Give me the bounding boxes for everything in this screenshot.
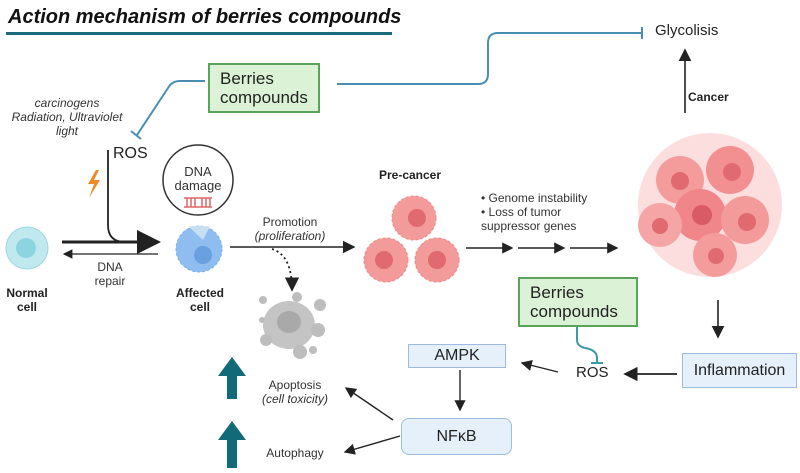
box-label: compounds [220, 88, 308, 107]
title-underline [6, 32, 392, 35]
normal-cell-icon [5, 226, 49, 270]
inhibit-line-ros-bottom [576, 326, 598, 363]
dna-repair-label: DNA repair [85, 260, 135, 288]
label-line: Radiation, Ultraviolet [11, 110, 123, 124]
nfkb-box: NFκB [401, 418, 512, 455]
dna-damage-circle [162, 144, 234, 216]
label-line: Apoptosis [268, 378, 322, 392]
label-line: DNA [184, 164, 212, 179]
genome-instability-label: • Genome instability • Loss of tumor sup… [481, 191, 611, 233]
label-line: • Genome instability [481, 191, 588, 205]
label-line: Normal [6, 286, 48, 300]
label-line: Affected [175, 286, 224, 300]
dna-icon [184, 197, 212, 208]
berries-compounds-box-bottom: Berries compounds [518, 277, 638, 327]
up-arrow-icon [218, 421, 246, 468]
label-line: (cell toxicity) [261, 392, 328, 406]
affected-cell-icon [175, 225, 223, 273]
label-line: carcinogens [34, 96, 100, 110]
label-line: • Loss of tumor [481, 205, 562, 219]
pre-cancer-label: Pre-cancer [378, 168, 442, 182]
ros-to-ampk-arrow [520, 359, 559, 373]
ros-label-bottom: ROS [576, 364, 609, 381]
page-title: Action mechanism of berries compounds [8, 6, 402, 28]
apoptosis-label: Apoptosis (cell toxicity) [250, 378, 340, 406]
label-line: repair [94, 274, 126, 288]
inhibit-line-glycolisis [337, 32, 642, 85]
box-label: Berries [530, 283, 584, 302]
inflammation-box: Inflammation [682, 353, 797, 388]
label-line: DNA [97, 260, 123, 274]
inhibit-line-ros [136, 80, 205, 136]
label-line: light [55, 124, 78, 138]
promotion-label: Promotion (proliferation) [240, 215, 340, 243]
ros-label-top: ROS [113, 145, 148, 162]
apoptosis-dotted-arrow [271, 248, 300, 292]
label-line: suppressor genes [481, 219, 577, 233]
label-line: cell [189, 300, 210, 314]
ros-arrow [107, 150, 126, 243]
nfkb-to-autophagy-arrow [343, 435, 401, 455]
label-line: cell [16, 300, 37, 314]
precancer-cell-icon [363, 195, 460, 283]
box-label: Berries [220, 69, 274, 88]
cancer-label: Cancer [688, 90, 729, 104]
apoptotic-cell-icon [259, 292, 326, 359]
box-label: compounds [530, 302, 618, 321]
tumor-icon [638, 133, 782, 277]
label-line: Promotion [262, 215, 318, 229]
inhibit-bar-ros [130, 130, 142, 140]
up-arrow-icon [218, 357, 246, 399]
lightning-icon [88, 170, 100, 198]
ampk-box: AMPK [408, 344, 506, 368]
autophagy-label: Autophagy [266, 446, 324, 460]
label-line: damage [174, 178, 222, 193]
glycolisis-label: Glycolisis [655, 22, 719, 39]
label-line: (proliferation) [254, 229, 326, 243]
berries-compounds-box-top: Berries compounds [208, 63, 320, 113]
nfkb-to-apoptosis-arrow [344, 387, 394, 421]
carcinogens-label: carcinogens Radiation, Ultraviolet light [2, 96, 132, 138]
normal-cell-label: Normal cell [0, 286, 54, 314]
affected-cell-label: Affected cell [170, 286, 230, 314]
dna-damage-label: DNA damage [168, 165, 228, 193]
